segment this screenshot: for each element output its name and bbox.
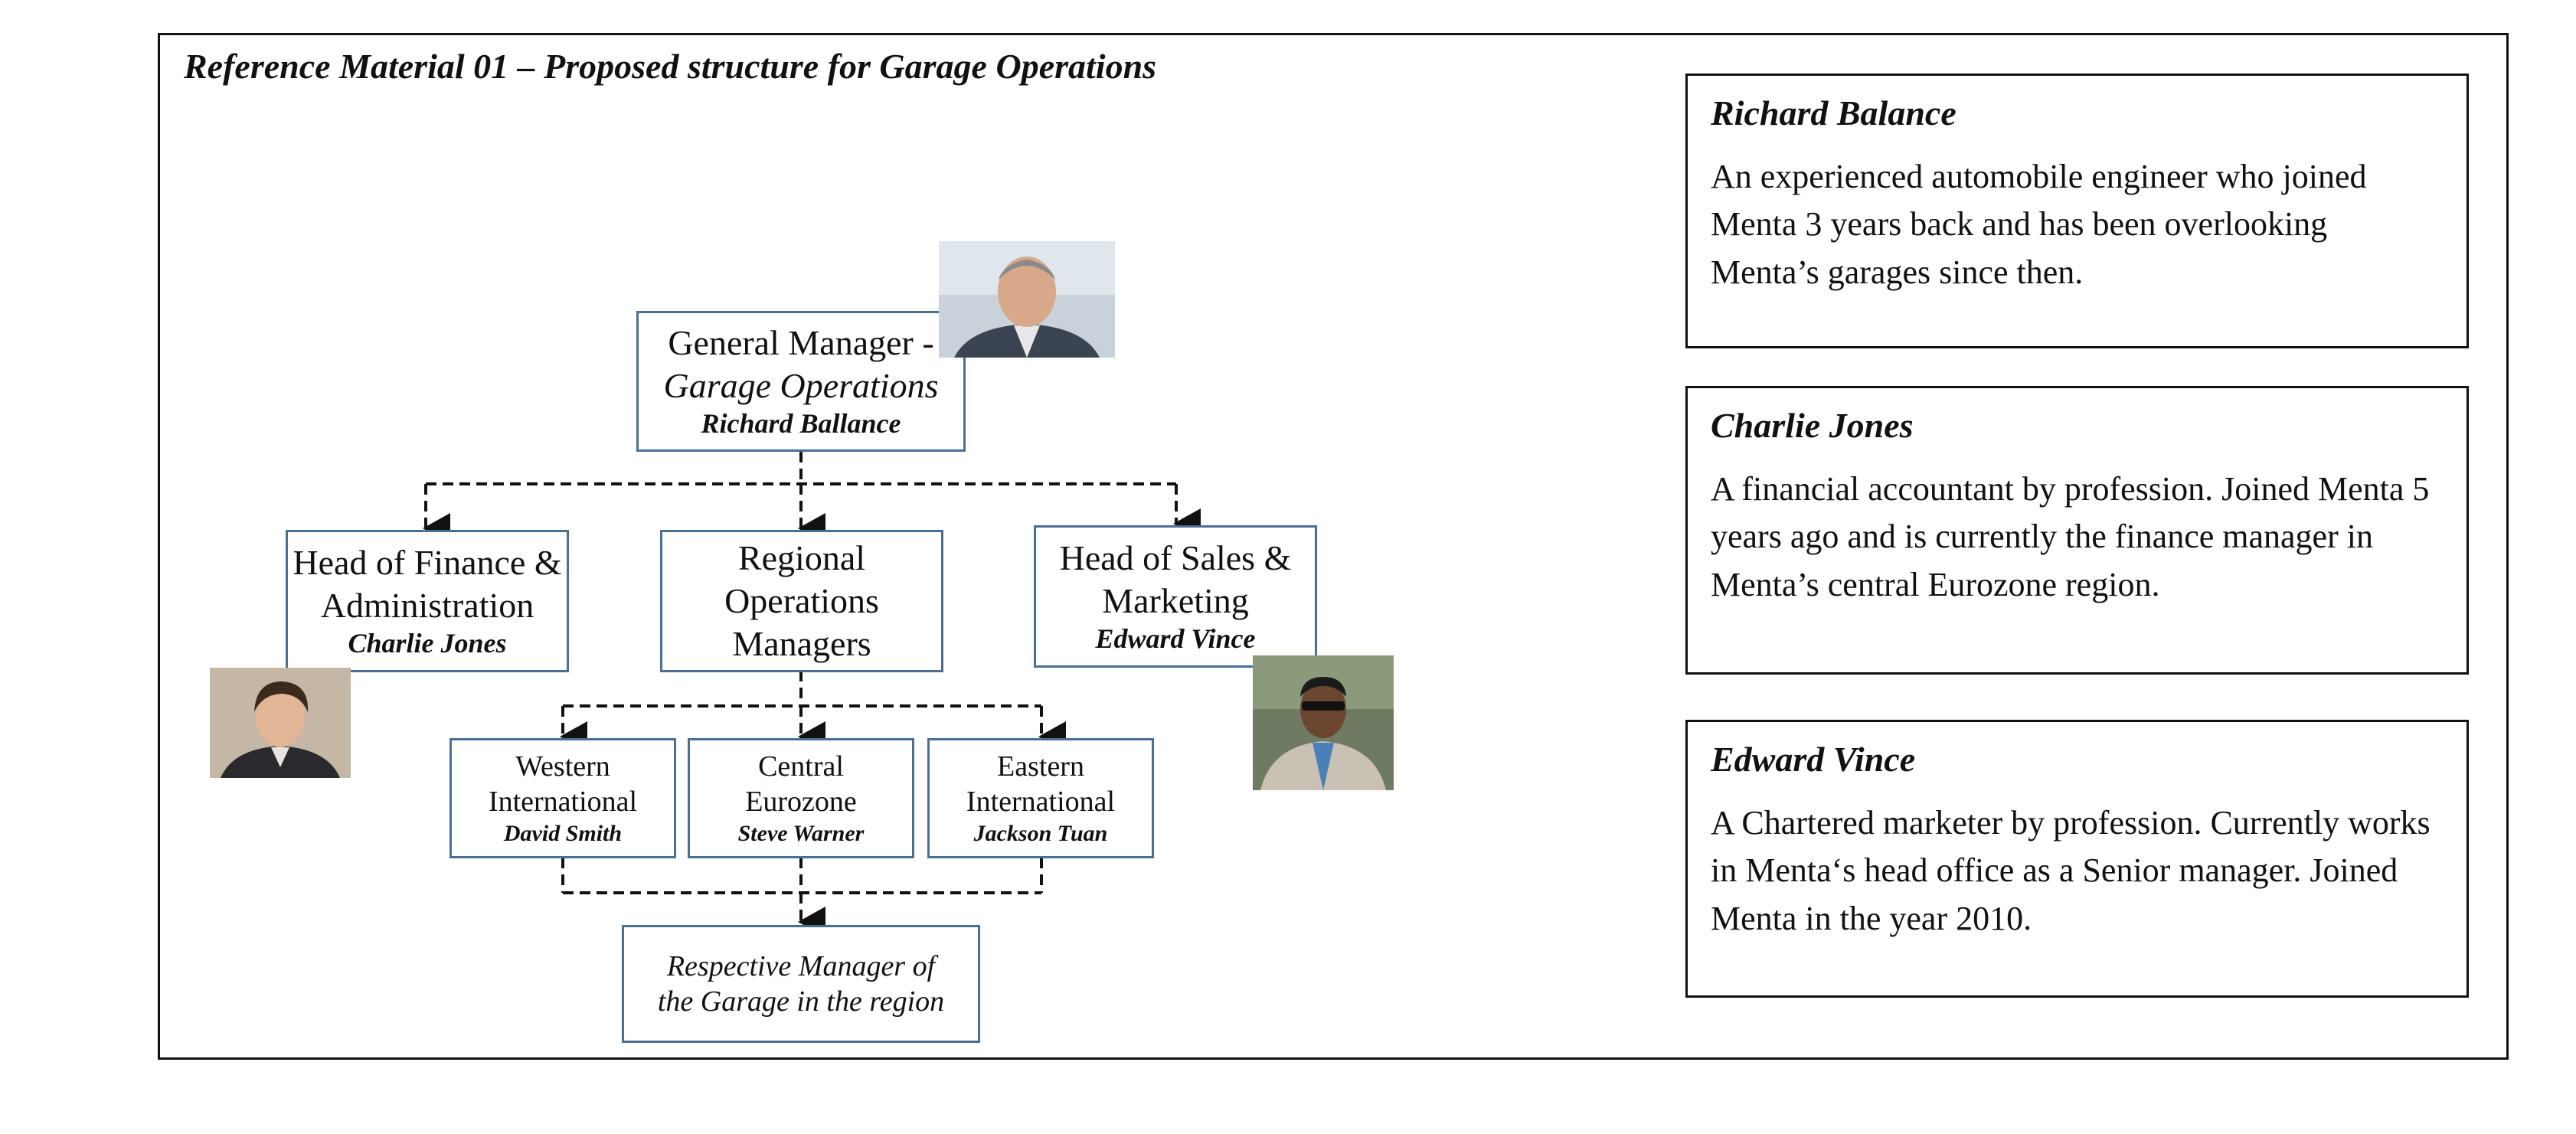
sales-role: Head of Sales & Marketing [1059,538,1292,621]
bio-name: Charlie Jones [1711,406,1914,445]
node-central-eurozone: Central Eurozone Steve Warner [688,738,914,858]
western-person: David Smith [503,820,623,846]
bio-name: Edward Vince [1711,740,1916,779]
page-title: Reference Material 01 – Proposed structu… [184,47,1157,86]
bio-card-edward: Edward Vince A Chartered marketer by pro… [1685,720,2469,998]
bio-card-richard: Richard Balance An experienced automobil… [1685,74,2469,348]
node-respective-manager: Respective Manager of the Garage in the … [622,925,980,1043]
regional-role: Regional Operations Managers [724,538,879,664]
photo-richard-ballance [939,241,1115,358]
bio-text: A financial accountant by profession. Jo… [1711,470,2430,603]
bio-text: An experienced automobile engineer who j… [1711,158,2367,291]
node-eastern-international: Eastern International Jackson Tuan [927,738,1154,858]
node-regional-operations: Regional Operations Managers [660,530,943,672]
node-head-of-sales: Head of Sales & Marketing Edward Vince [1034,525,1317,668]
finance-person: Charlie Jones [348,628,507,659]
central-person: Steve Warner [737,820,865,846]
bio-text: A Chartered marketer by profession. Curr… [1711,804,2431,937]
eastern-role: Eastern International [966,750,1116,819]
bio-name: Richard Balance [1711,93,1957,132]
western-role: Western International [488,750,638,819]
node-general-manager: General Manager - Garage Operations Rich… [636,311,966,452]
photo-edward-vince [1253,655,1394,790]
photo-charlie-jones [210,668,351,778]
respective-role: Respective Manager of the Garage in the … [657,949,945,1018]
node-head-of-finance: Head of Finance & Administration Charlie… [286,530,569,672]
gm-role: General Manager - [668,322,934,362]
finance-role: Head of Finance & Administration [293,542,562,626]
eastern-person: Jackson Tuan [973,820,1108,846]
node-western-international: Western International David Smith [449,738,676,858]
gm-person: Richard Ballance [701,408,901,440]
bio-card-charlie: Charlie Jones A financial accountant by … [1685,386,2469,675]
gm-role-italic: Garage Operations [663,366,939,406]
reference-frame [158,33,2509,1060]
central-role: Central Eurozone [745,750,857,819]
sales-person: Edward Vince [1095,623,1256,655]
